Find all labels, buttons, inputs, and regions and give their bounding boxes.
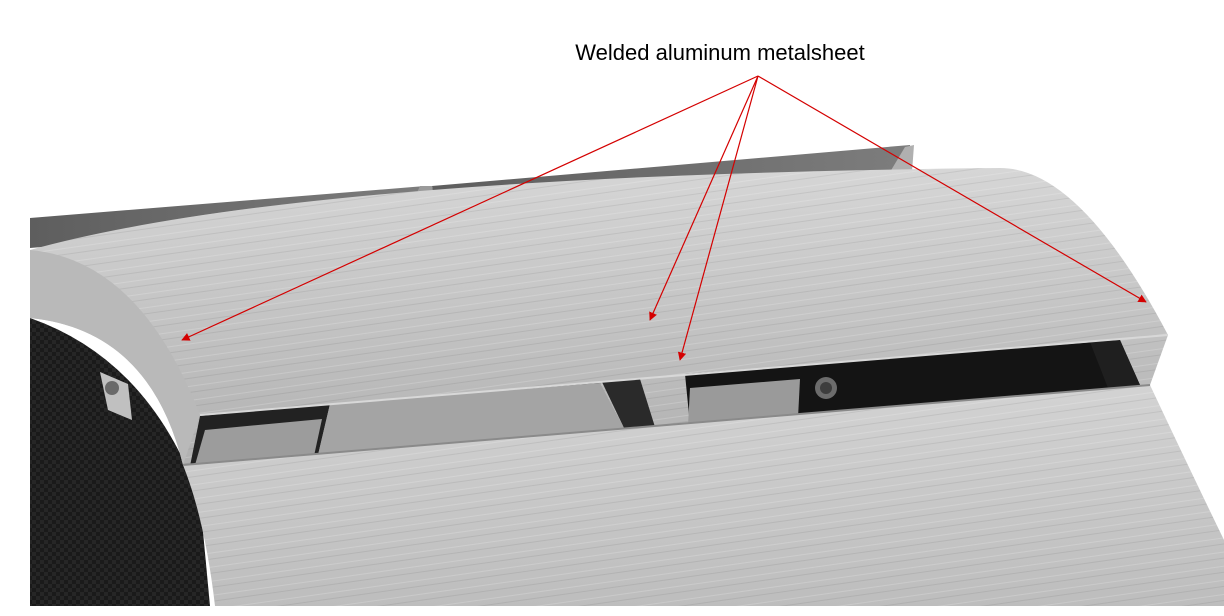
lower-sheet-texture [183, 385, 1224, 606]
slot-panel-right [688, 379, 800, 426]
arrow-center-lower [677, 75, 759, 361]
upper-sheet-front-edge [199, 334, 1169, 416]
arrow-right [757, 75, 1147, 303]
slot-panel-left [195, 419, 322, 465]
bolt-icon [100, 372, 132, 420]
upper-sheet-end-face [30, 250, 200, 465]
arrow-center-upper [649, 75, 759, 321]
slot-dark-right [685, 340, 1140, 425]
bolt-icon [815, 377, 837, 399]
slot-carbon-right [1090, 340, 1140, 388]
callout-label: Welded aluminum metalsheet [575, 40, 865, 65]
arrow-left [181, 75, 759, 341]
carbon-drum-face [30, 318, 210, 606]
slot-dark-center [602, 379, 655, 430]
lower-sheet-edge [182, 384, 1151, 466]
back-housing-end [890, 145, 914, 172]
slot-panel-middle [318, 383, 625, 455]
annotation-arrows [181, 75, 1147, 361]
